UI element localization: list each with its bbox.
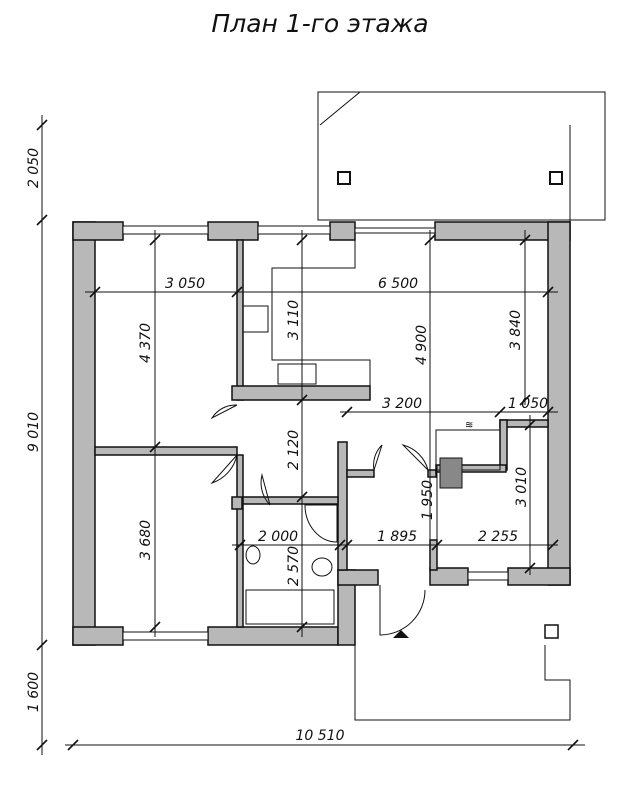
stove-icon <box>242 305 269 333</box>
dim-bedroom1-depth: 4 370 <box>138 323 154 363</box>
porch-column <box>337 171 351 185</box>
dim-hall-width: 3 200 <box>382 396 422 412</box>
dim-bottom-porch: 1 600 <box>26 672 42 712</box>
dim-top-porch: 2 050 <box>26 148 42 188</box>
dim-bedroom2-depth: 3 680 <box>138 520 154 560</box>
dim-right-room-width: 2 255 <box>478 529 518 545</box>
dim-boiler-width: 1 050 <box>508 396 548 412</box>
dimension-ticks <box>36 119 579 751</box>
dimension-labels: 2 050 9 010 1 600 10 510 3 050 6 500 4 3… <box>26 148 548 744</box>
porch-column <box>549 171 563 185</box>
dim-hall-depth: 1 950 <box>420 480 436 520</box>
washbasin-icon <box>245 545 261 565</box>
windows <box>122 225 509 641</box>
dim-bath-width: 2 000 <box>258 529 298 545</box>
sink-icon <box>277 363 317 385</box>
entrance-arrow-icon <box>393 630 409 638</box>
dim-kitchen-depth: 3 110 <box>286 300 302 340</box>
walls <box>72 221 571 646</box>
dim-bath-depth: 2 570 <box>286 546 302 586</box>
dim-right-depth: 3 840 <box>508 310 524 350</box>
porch-column <box>544 624 559 639</box>
dim-living-width: 6 500 <box>378 276 418 292</box>
plan-title: План 1-го этажа <box>211 9 428 38</box>
heater-icon: ≋ <box>465 420 473 431</box>
dim-overall-height: 9 010 <box>26 412 42 452</box>
doors <box>210 404 429 636</box>
top-porch <box>317 91 606 221</box>
dim-overall-width: 10 510 <box>296 728 345 744</box>
dim-corridor-depth: 2 120 <box>286 430 302 470</box>
dimension-lines <box>41 115 585 755</box>
bathtub-icon <box>245 589 335 625</box>
dim-boiler-depth: 3 010 <box>514 467 530 507</box>
bottom-porch <box>354 645 571 721</box>
boiler-icon <box>439 457 463 489</box>
shower-icon <box>304 504 338 543</box>
dim-living-depth: 4 900 <box>414 325 430 365</box>
dim-entry-width: 1 895 <box>377 529 417 545</box>
toilet-icon <box>311 557 333 577</box>
dim-bedroom1-width: 3 050 <box>165 276 205 292</box>
